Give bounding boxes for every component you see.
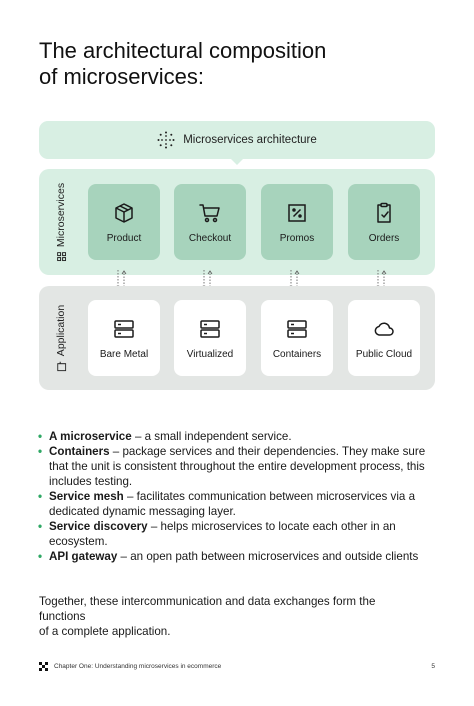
closing-paragraph: Together, these intercommunication and d… (39, 594, 409, 639)
microservice-label: Orders (368, 232, 400, 244)
term: API gateway (49, 550, 118, 563)
term: Containers (49, 445, 110, 458)
cloud-icon (374, 321, 394, 336)
microservice-label: Product (106, 232, 142, 244)
microservice-card-checkout: Checkout (174, 184, 246, 260)
description: – facilitates communication between micr… (49, 490, 416, 518)
page-title: The architectural composition of microse… (39, 38, 439, 90)
microservice-label: Promos (279, 232, 315, 244)
header-caret (231, 159, 243, 165)
dotted-circle-icon (157, 131, 175, 149)
application-panel: Application Bare Metal Virtualized Conta… (39, 286, 435, 390)
infra-card-bare-metal: Bare Metal (88, 300, 160, 376)
closing-line-2: of a complete application. (39, 625, 171, 638)
description: – a small independent service. (131, 430, 292, 443)
infra-label: Containers (272, 348, 322, 360)
list-item: •Service discovery – helps microservices… (38, 520, 396, 548)
description: – package services and their dependencie… (49, 445, 426, 488)
infra-label: Public Cloud (355, 348, 413, 360)
microservice-label: Checkout (188, 232, 232, 244)
window-icon (56, 361, 66, 372)
microservices-side-label: Microservices (41, 169, 81, 275)
description: – an open path between microservices and… (117, 550, 419, 563)
list-item: •Containers – package services and their… (38, 445, 426, 488)
box-icon (115, 202, 133, 223)
infra-card-public-cloud: Public Cloud (348, 300, 420, 376)
list-item: •Service mesh – facilitates communicatio… (38, 490, 416, 518)
microservices-label: Microservices (55, 182, 67, 248)
term: Service mesh (49, 490, 124, 503)
closing-line-1: Together, these intercommunication and d… (39, 595, 376, 623)
infra-label: Virtualized (186, 348, 234, 360)
architecture-header-label: Microservices architecture (183, 134, 317, 146)
microservice-card-orders: Orders (348, 184, 420, 260)
architecture-header-bar: Microservices architecture (39, 121, 435, 165)
infra-card-containers: Containers (261, 300, 333, 376)
page-number: 5 (431, 662, 435, 670)
title-line-1: The architectural composition (39, 38, 327, 63)
clipboard-check-icon (377, 202, 391, 223)
cart-icon (199, 203, 220, 222)
footer-chapter-text: Chapter One: Understanding microservices… (54, 662, 222, 670)
term: Service discovery (49, 520, 148, 533)
definitions-list: •A microservice – a small independent se… (37, 429, 447, 564)
title-line-2: of microservices: (39, 64, 205, 89)
server-icon (114, 319, 134, 338)
page-footer: Chapter One: Understanding microservices… (39, 660, 435, 672)
server-icon (287, 319, 307, 338)
server-icon (200, 319, 220, 338)
term: A microservice (49, 430, 132, 443)
brand-logo-icon (39, 661, 48, 671)
description: – helps microservices to locate each oth… (49, 520, 396, 548)
microservice-card-promos: Promos (261, 184, 333, 260)
application-side-label: Application (41, 286, 81, 390)
grid-icon (56, 252, 66, 262)
microservices-panel: Microservices Product Checkout Promos Or… (39, 169, 435, 275)
percent-icon (288, 203, 306, 222)
infra-label: Bare Metal (99, 348, 149, 360)
microservice-card-product: Product (88, 184, 160, 260)
list-item: •API gateway – an open path between micr… (38, 550, 419, 563)
list-item: •A microservice – a small independent se… (38, 430, 292, 443)
infra-card-virtualized: Virtualized (174, 300, 246, 376)
application-label: Application (55, 304, 67, 357)
